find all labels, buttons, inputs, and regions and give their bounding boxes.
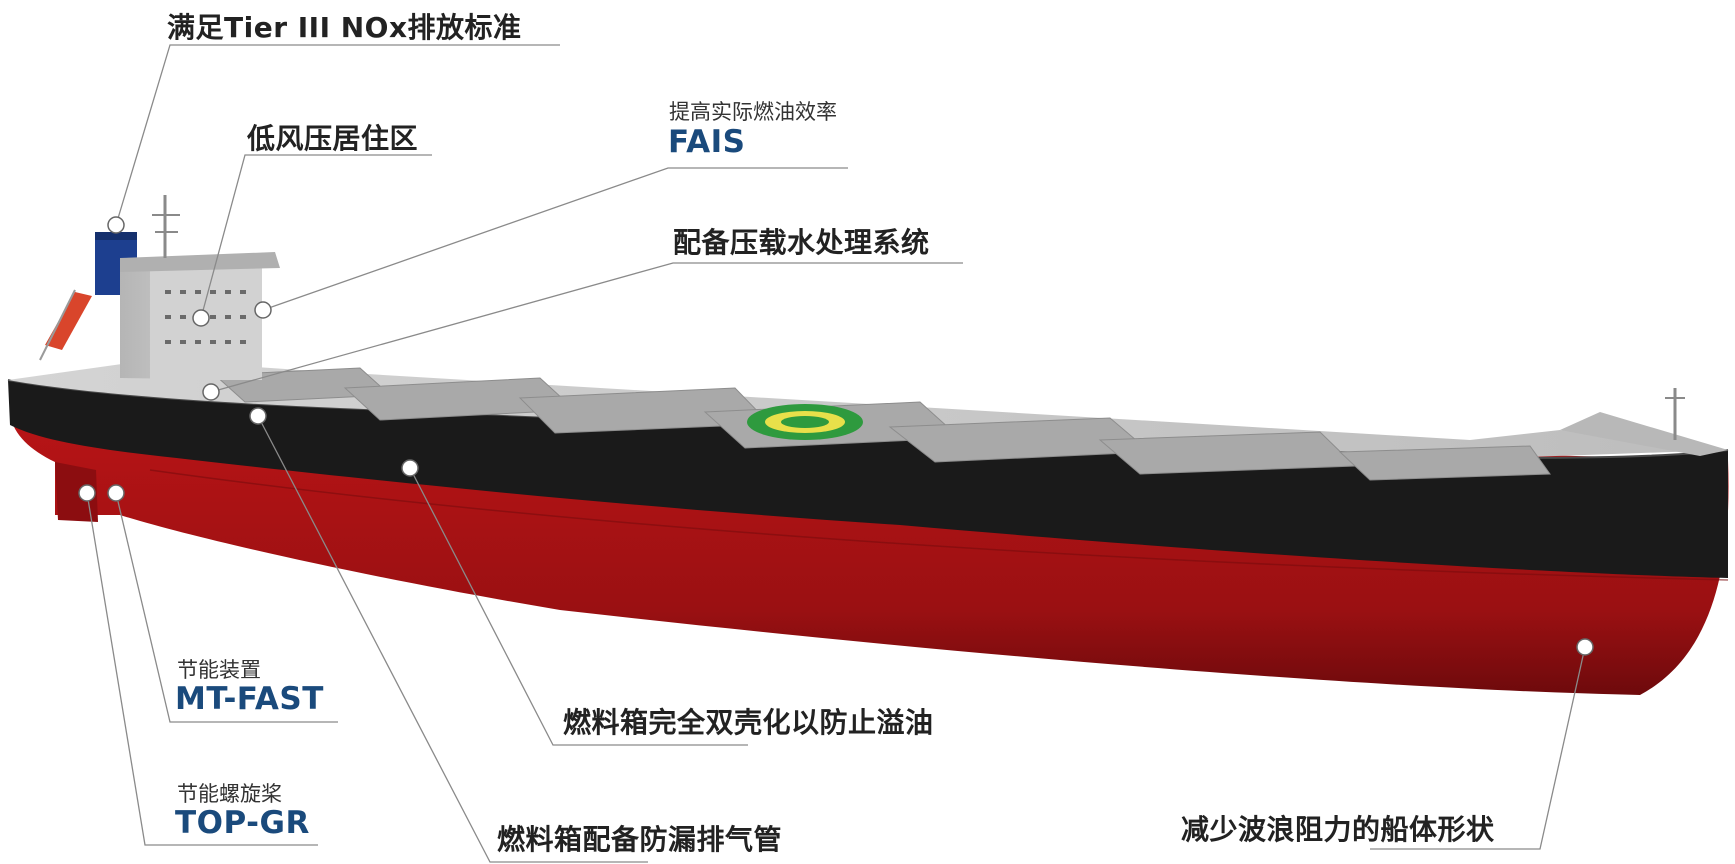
marker-topgr <box>78 484 96 502</box>
leader-vent <box>257 415 648 863</box>
leader-ballast <box>210 262 963 393</box>
marker-doublehull <box>401 459 419 477</box>
marker-accom <box>192 309 210 327</box>
leader-accom <box>200 154 432 319</box>
callout-vent-title: 燃料箱配备防漏排气管 <box>497 823 783 856</box>
callout-tier3-title: 满足Tier III NOx排放标准 <box>167 11 522 44</box>
leader-hullform <box>1370 646 1586 850</box>
callout-hullform-title: 减少波浪阻力的船体形状 <box>1181 813 1495 846</box>
callout-ballast-title: 配备压载水处理系统 <box>673 226 930 259</box>
callout-mtfast-subtitle: 节能装置 <box>177 658 261 682</box>
marker-tier3 <box>107 216 125 234</box>
leader-mtfast <box>115 492 338 723</box>
callout-topgr-code: TOP-GR <box>175 805 310 841</box>
marker-ballast <box>202 383 220 401</box>
callout-doublehull-title: 燃料箱完全双壳化以防止溢油 <box>563 706 934 739</box>
marker-hullform <box>1576 638 1594 656</box>
leader-tier3 <box>115 44 560 226</box>
callout-accom-title: 低风压居住区 <box>247 122 419 155</box>
main-deck <box>8 360 1728 481</box>
callout-topgr-subtitle: 节能螺旋桨 <box>177 782 282 806</box>
leader-doublehull <box>409 467 748 746</box>
ship-hull <box>7 379 1729 695</box>
callout-fais-subtitle: 提高实际燃油效率 <box>669 100 837 124</box>
marker-mtfast <box>107 484 125 502</box>
callout-fais-code: FAIS <box>668 124 746 160</box>
marker-vent <box>249 407 267 425</box>
helideck-marking <box>747 404 863 440</box>
leader-lines <box>86 44 1586 863</box>
markers <box>78 216 1594 656</box>
leader-topgr <box>86 492 318 846</box>
marker-fais <box>254 301 272 319</box>
leader-fais <box>262 167 848 311</box>
callout-mtfast-code: MT-FAST <box>175 681 324 717</box>
